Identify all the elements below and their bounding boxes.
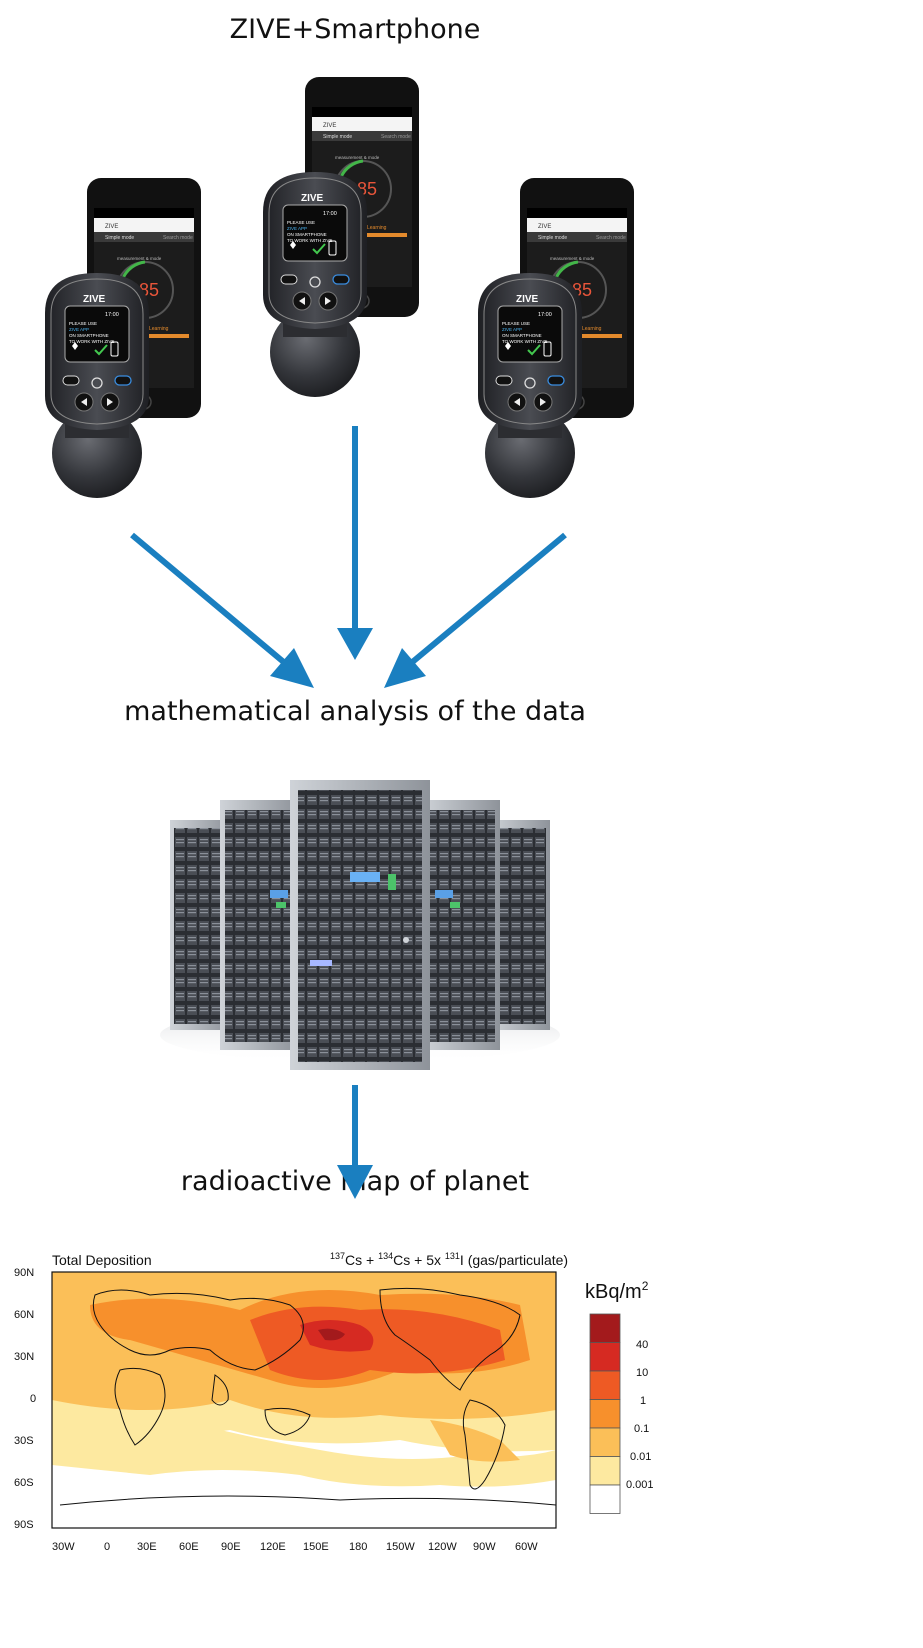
y-label-0: 0 bbox=[30, 1393, 36, 1405]
svg-text:Search mode: Search mode bbox=[596, 235, 626, 241]
devices-illustration: ZIVE Simple mode Search mode measurement… bbox=[45, 77, 634, 688]
svg-text:TO WORK WITH ZIVE: TO WORK WITH ZIVE bbox=[69, 339, 114, 344]
svg-text:Learning: Learning bbox=[367, 225, 387, 231]
svg-text:Search mode: Search mode bbox=[163, 235, 193, 241]
legend-label-1: 1 bbox=[640, 1395, 646, 1407]
map-field bbox=[52, 1272, 556, 1528]
svg-text:ZIVE: ZIVE bbox=[538, 224, 551, 230]
legend-label-10: 10 bbox=[636, 1367, 648, 1379]
legend-swatch bbox=[589, 1399, 621, 1429]
map-x-axis: 30W 0 30E 60E 90E 120E 150E 180 150W 120… bbox=[52, 1541, 538, 1553]
y-label-90s: 90S bbox=[14, 1519, 34, 1531]
zive-device-left: ZIVE Simple mode Search mode measurement… bbox=[45, 178, 201, 498]
x-label-90w: 90W bbox=[473, 1541, 496, 1553]
legend-swatch bbox=[589, 1342, 621, 1372]
x-label-120e: 120E bbox=[260, 1541, 286, 1553]
arrow-left-head bbox=[270, 648, 314, 688]
legend-swatch bbox=[589, 1370, 621, 1400]
x-label-60e: 60E bbox=[179, 1541, 199, 1553]
y-label-90n: 90N bbox=[14, 1267, 34, 1279]
svg-text:Simple mode: Simple mode bbox=[105, 235, 134, 241]
arrow-center-head bbox=[337, 628, 373, 660]
legend-label-0-001: 0.001 bbox=[626, 1479, 654, 1491]
legend-swatch bbox=[589, 1484, 621, 1514]
x-label-0: 0 bbox=[104, 1541, 110, 1553]
arrow-to-map bbox=[337, 1085, 373, 1199]
svg-text:Learning: Learning bbox=[149, 326, 169, 332]
arrow-right-line bbox=[408, 532, 567, 667]
svg-text:ZIVE APP: ZIVE APP bbox=[287, 226, 307, 231]
server-rack-right bbox=[422, 800, 500, 1050]
svg-text:ZIVE APP: ZIVE APP bbox=[502, 327, 522, 332]
x-label-150w: 150W bbox=[386, 1541, 415, 1553]
svg-text:ON SMARTPHONE: ON SMARTPHONE bbox=[69, 333, 109, 338]
zive-dosimeter: ZIVE 17:00 PLEASE USE ZIVE APP ON SMARTP… bbox=[263, 172, 367, 397]
svg-text:PLEASE USE: PLEASE USE bbox=[502, 321, 530, 326]
svg-text:PLEASE USE: PLEASE USE bbox=[69, 321, 97, 326]
map-frame bbox=[51, 1271, 557, 1529]
legend-labels: 40 10 1 0.1 0.01 0.001 bbox=[626, 1339, 654, 1491]
map-y-axis: 90N 60N 30N 0 30S 60S 90S bbox=[14, 1267, 36, 1531]
svg-text:measurement & mode: measurement & mode bbox=[335, 155, 380, 160]
y-label-30s: 30S bbox=[14, 1435, 34, 1447]
svg-text:17:00: 17:00 bbox=[105, 312, 119, 318]
svg-text:Search mode: Search mode bbox=[381, 134, 411, 140]
map-species-label: 137Cs + 134Cs + 5x 131I (gas/particulate… bbox=[330, 1251, 568, 1268]
y-label-30n: 30N bbox=[14, 1351, 34, 1363]
svg-text:ZIVE: ZIVE bbox=[301, 193, 324, 204]
svg-text:ZIVE: ZIVE bbox=[105, 224, 118, 230]
svg-text:17:00: 17:00 bbox=[538, 312, 552, 318]
arrow-down-head bbox=[337, 1165, 373, 1199]
legend-swatch bbox=[589, 1313, 621, 1343]
x-label-90e: 90E bbox=[221, 1541, 241, 1553]
zive-device-center: ZIVE Simple mode Search mode measurement… bbox=[263, 77, 419, 397]
zive-dosimeter: ZIVE 17:00 PLEASE USE ZIVE APP ON SMARTP… bbox=[478, 273, 582, 498]
svg-text:ZIVE: ZIVE bbox=[516, 294, 539, 305]
server-racks-illustration bbox=[160, 780, 560, 1070]
svg-text:ON SMARTPHONE: ON SMARTPHONE bbox=[502, 333, 542, 338]
x-label-180: 180 bbox=[349, 1541, 367, 1553]
deposition-map: Total Deposition 137Cs + 134Cs + 5x 131I… bbox=[14, 1251, 654, 1553]
svg-text:PLEASE USE: PLEASE USE bbox=[287, 220, 315, 225]
arrow-left-line bbox=[130, 532, 288, 667]
svg-text:TO WORK WITH ZIVE: TO WORK WITH ZIVE bbox=[287, 238, 332, 243]
svg-text:ZIVE APP: ZIVE APP bbox=[69, 327, 89, 332]
svg-text:TO WORK WITH ZIVE: TO WORK WITH ZIVE bbox=[502, 339, 547, 344]
zive-device-right: ZIVE Simple mode Search mode measurement… bbox=[478, 178, 634, 498]
y-label-60n: 60N bbox=[14, 1309, 34, 1321]
legend-label-40: 40 bbox=[636, 1339, 648, 1351]
legend-label-0-01: 0.01 bbox=[630, 1451, 651, 1463]
svg-text:ON SMARTPHONE: ON SMARTPHONE bbox=[287, 232, 327, 237]
x-label-60w: 60W bbox=[515, 1541, 538, 1553]
svg-text:Simple mode: Simple mode bbox=[538, 235, 567, 241]
svg-text:17:00: 17:00 bbox=[323, 211, 337, 217]
legend-color-bar bbox=[589, 1313, 621, 1514]
svg-text:measurement & mode: measurement & mode bbox=[550, 256, 595, 261]
server-rack-left bbox=[220, 800, 298, 1050]
legend-swatch bbox=[589, 1456, 621, 1486]
svg-text:Learning: Learning bbox=[582, 326, 602, 332]
legend-unit: kBq/m2 bbox=[585, 1279, 649, 1303]
arrow-right-head bbox=[384, 648, 426, 688]
svg-text:ZIVE: ZIVE bbox=[83, 294, 106, 305]
svg-text:Simple mode: Simple mode bbox=[323, 134, 352, 140]
arrows-to-analysis bbox=[130, 426, 567, 688]
legend-swatch bbox=[589, 1427, 621, 1457]
svg-text:ZIVE: ZIVE bbox=[323, 123, 336, 129]
svg-text:measurement & mode: measurement & mode bbox=[117, 256, 162, 261]
legend-label-0-1: 0.1 bbox=[634, 1423, 649, 1435]
x-label-30e: 30E bbox=[137, 1541, 157, 1553]
zive-dosimeter: ZIVE 17:00 PLEASE USE ZIVE APP ON SMARTP… bbox=[45, 273, 149, 498]
y-label-60s: 60S bbox=[14, 1477, 34, 1489]
x-label-120w: 120W bbox=[428, 1541, 457, 1553]
x-label-30w: 30W bbox=[52, 1541, 75, 1553]
map-title: Total Deposition bbox=[52, 1252, 152, 1268]
heading-zive-smartphone: ZIVE+Smartphone bbox=[229, 14, 481, 45]
server-rack-center bbox=[290, 780, 430, 1070]
x-label-150e: 150E bbox=[303, 1541, 329, 1553]
heading-data-analysis: mathematical analysis of the data bbox=[124, 696, 586, 727]
